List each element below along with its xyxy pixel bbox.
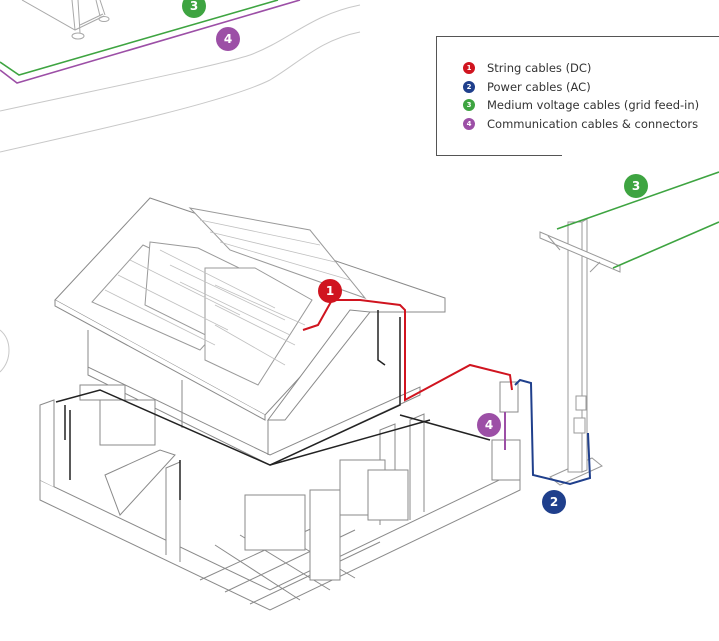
legend-item-medium-voltage: 3 Medium voltage cables (grid feed-in) bbox=[463, 96, 699, 115]
legend-list: 1 String cables (DC) 2 Power cables (AC)… bbox=[463, 59, 699, 133]
callout-badge-3-top: 3 bbox=[182, 0, 206, 18]
legend-label: Medium voltage cables (grid feed-in) bbox=[487, 98, 700, 113]
legend-item-power-cables: 2 Power cables (AC) bbox=[463, 78, 699, 97]
callout-number: 4 bbox=[224, 32, 232, 46]
legend-item-communication: 4 Communication cables & connectors bbox=[463, 115, 699, 134]
legend-badge-icon: 1 bbox=[463, 62, 475, 75]
household-wiring bbox=[55, 310, 491, 500]
callout-number: 3 bbox=[632, 179, 640, 193]
string-cable-dc bbox=[302, 299, 513, 402]
legend-item-string-cables: 1 String cables (DC) bbox=[463, 59, 699, 78]
transmission-tower bbox=[21, 0, 110, 40]
callout-number: 2 bbox=[550, 495, 558, 509]
callout-badge-4-top: 4 bbox=[216, 27, 240, 51]
utility-pole bbox=[539, 218, 621, 486]
medium-voltage-cable-pole bbox=[556, 171, 719, 269]
callout-number: 1 bbox=[326, 284, 334, 298]
callout-badge-2-ground: 2 bbox=[542, 490, 566, 514]
legend-label: String cables (DC) bbox=[487, 61, 592, 76]
legend-badge-icon: 3 bbox=[463, 99, 475, 112]
legend-badge-icon: 2 bbox=[463, 80, 475, 93]
communication-cable-top bbox=[0, 0, 301, 84]
legend-label: Power cables (AC) bbox=[487, 79, 591, 94]
callout-badge-3-pole: 3 bbox=[624, 174, 648, 198]
road-outline bbox=[0, 4, 361, 373]
medium-voltage-cable-top bbox=[0, 0, 279, 76]
power-cable-ac bbox=[514, 378, 592, 486]
legend-badge-icon: 4 bbox=[463, 117, 475, 130]
callout-number: 3 bbox=[190, 0, 198, 13]
callout-badge-1-roof: 1 bbox=[318, 279, 342, 303]
legend-divider bbox=[437, 155, 562, 156]
callout-number: 4 bbox=[485, 418, 493, 432]
legend: 1 String cables (DC) 2 Power cables (AC)… bbox=[436, 36, 719, 156]
callout-badge-4-inverter: 4 bbox=[477, 413, 501, 437]
solar-panels bbox=[91, 207, 367, 386]
legend-label: Communication cables & connectors bbox=[487, 116, 699, 131]
